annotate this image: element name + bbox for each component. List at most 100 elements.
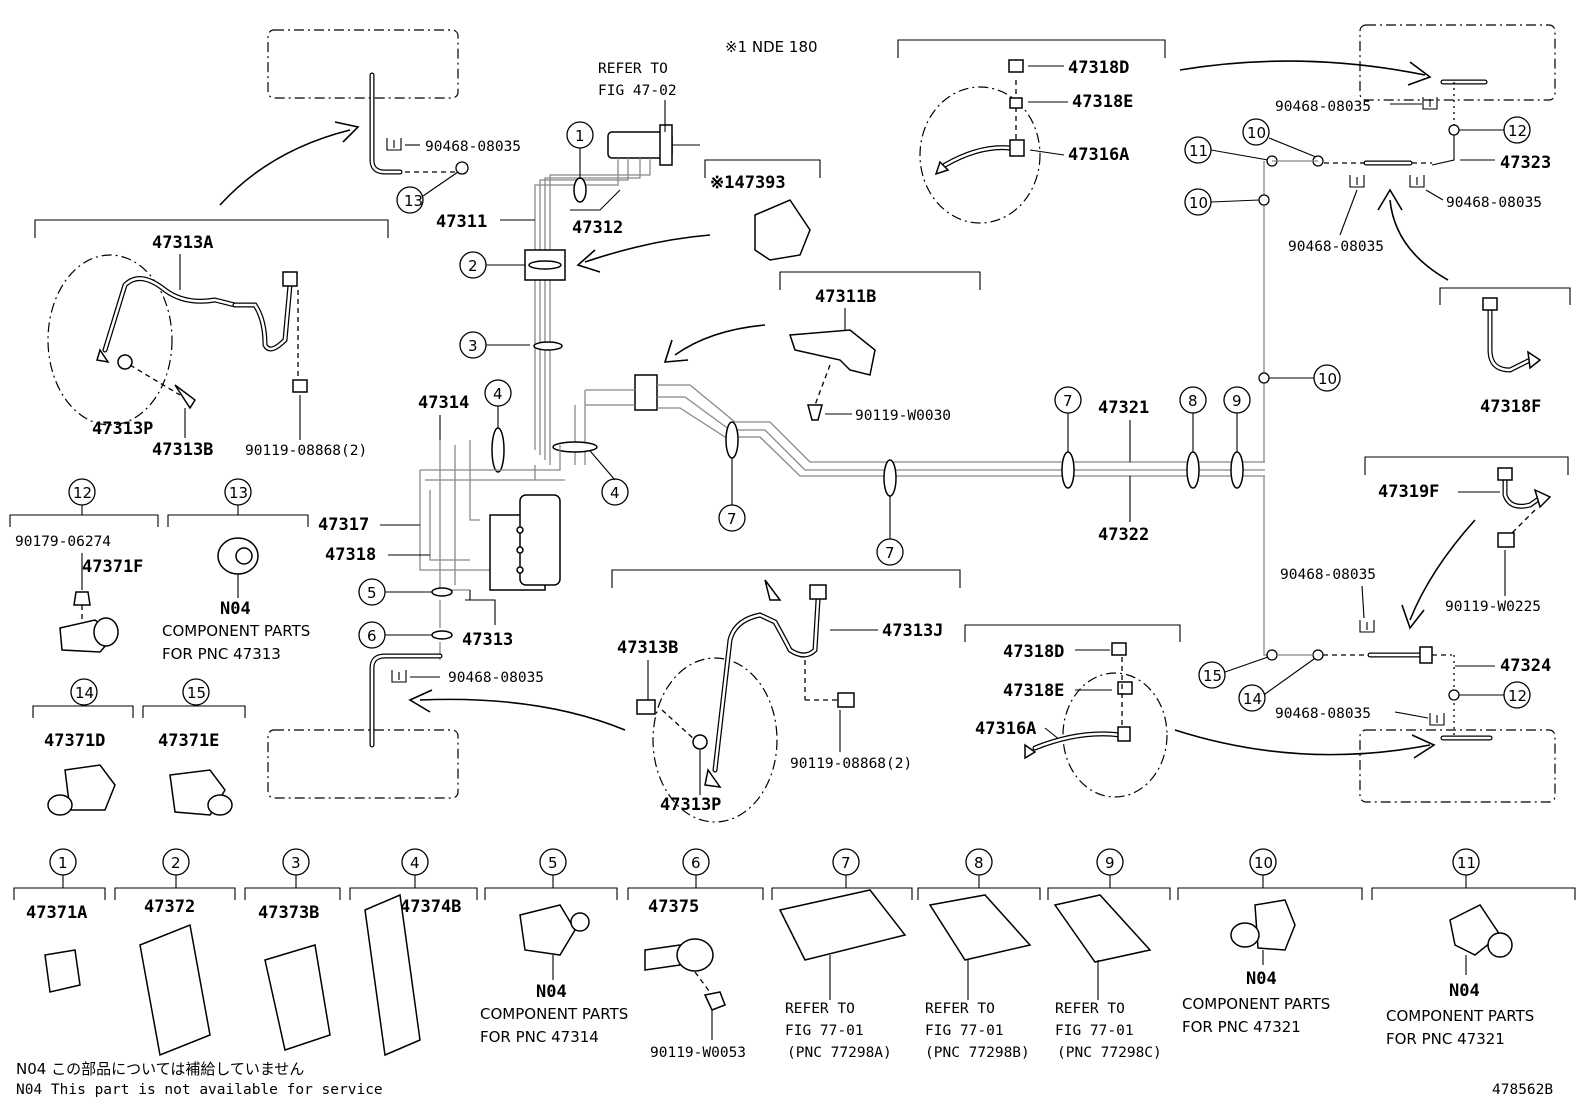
svg-text:10: 10 bbox=[1254, 854, 1273, 872]
arrow-to-top-left-box bbox=[219, 129, 351, 206]
label-147393: ※147393 bbox=[710, 173, 786, 193]
label-47313P-top: 47313P bbox=[92, 419, 153, 439]
label-47318E-top: 47318E bbox=[1072, 92, 1133, 112]
label-47318: 47318 bbox=[325, 545, 376, 565]
label-47371D: 47371D bbox=[44, 731, 105, 751]
svg-text:12: 12 bbox=[1508, 687, 1527, 705]
brake-line-bundle bbox=[534, 158, 651, 465]
svg-text:7: 7 bbox=[727, 510, 737, 528]
svg-text:5: 5 bbox=[367, 584, 377, 602]
label-47318E-mid: 47318E bbox=[1003, 681, 1064, 701]
legend-9-note1: REFER TO bbox=[1055, 1001, 1125, 1017]
svg-text:15: 15 bbox=[187, 684, 206, 702]
label-47318D-top: 47318D bbox=[1068, 58, 1129, 78]
legend-5-part: N04 bbox=[536, 982, 567, 1002]
footer-n04-jp: N04 この部品については補給していません bbox=[16, 1060, 304, 1078]
label-90119-08868-top: 90119-08868(2) bbox=[245, 443, 367, 459]
label-47321: 47321 bbox=[1098, 398, 1149, 418]
label-90468-08035-a: 90468-08035 bbox=[425, 139, 521, 155]
legend-9-note3: (PNC 77298C) bbox=[1057, 1045, 1162, 1061]
vehicle-mount-box-bottom-left bbox=[267, 729, 459, 799]
svg-text:4: 4 bbox=[410, 854, 420, 872]
svg-text:4: 4 bbox=[610, 484, 620, 502]
legend-11-note2: FOR PNC 47321 bbox=[1386, 1030, 1505, 1048]
legend-7-note2: FIG 77-01 bbox=[785, 1023, 864, 1039]
svg-text:10: 10 bbox=[1189, 194, 1208, 212]
svg-text:10: 10 bbox=[1318, 370, 1337, 388]
label-90468-08035-f: 90468-08035 bbox=[1280, 567, 1376, 583]
svg-text:13: 13 bbox=[404, 192, 423, 210]
svg-text:14: 14 bbox=[1243, 690, 1262, 708]
label-47371F: 47371F bbox=[82, 557, 143, 577]
comp-a-line1: COMPONENT PARTS bbox=[162, 622, 310, 640]
svg-text:11: 11 bbox=[1457, 854, 1476, 872]
legend-5-note2: FOR PNC 47314 bbox=[480, 1028, 599, 1046]
svg-text:12: 12 bbox=[73, 484, 92, 502]
label-47323: 47323 bbox=[1500, 153, 1551, 173]
svg-text:5: 5 bbox=[548, 854, 558, 872]
legend-row: 1 47371A 2 47372 3 47373B 4 47374B 5 N04… bbox=[13, 848, 1576, 1061]
footer-n04-en: N04 This part is not available for servi… bbox=[16, 1082, 383, 1098]
label-47312: 47312 bbox=[572, 218, 623, 238]
legend-10-note2: FOR PNC 47321 bbox=[1182, 1018, 1301, 1036]
label-90468-08035-d: 90468-08035 bbox=[1446, 195, 1542, 211]
legend-7-note1: REFER TO bbox=[785, 1001, 855, 1017]
svg-text:3: 3 bbox=[468, 337, 478, 355]
label-47313A: 47313A bbox=[152, 233, 213, 253]
legend-5-note1: COMPONENT PARTS bbox=[480, 1005, 628, 1023]
legend-8-note1: REFER TO bbox=[925, 1001, 995, 1017]
svg-text:11: 11 bbox=[1189, 142, 1208, 160]
legend-6-part: 47375 bbox=[648, 897, 699, 917]
label-47316A-top: 47316A bbox=[1068, 145, 1129, 165]
label-90119-W0225: 90119-W0225 bbox=[1445, 599, 1541, 615]
legend-3-part: 47373B bbox=[258, 903, 319, 923]
vehicle-mount-box-top-right bbox=[1359, 24, 1556, 101]
svg-text:7: 7 bbox=[885, 544, 895, 562]
comp-a-line2: FOR PNC 47313 bbox=[162, 645, 281, 663]
legend-6-sub: 90119-W0053 bbox=[650, 1045, 746, 1061]
svg-text:7: 7 bbox=[841, 854, 851, 872]
vehicle-mount-box-top-left bbox=[267, 29, 459, 99]
label-90119-W0030: 90119-W0030 bbox=[855, 408, 951, 424]
figure-id: 478562B bbox=[1492, 1082, 1553, 1098]
legend-1-part: 47371A bbox=[26, 903, 87, 923]
legend-2-part: 47372 bbox=[144, 897, 195, 917]
legend-10-part: N04 bbox=[1246, 969, 1277, 989]
label-47313J: 47313J bbox=[882, 621, 943, 641]
label-47311B: 47311B bbox=[815, 287, 876, 307]
label-90468-08035-b: 90468-08035 bbox=[448, 670, 544, 686]
label-47313P-mid: 47313P bbox=[660, 795, 721, 815]
svg-text:2: 2 bbox=[171, 854, 181, 872]
legend-4-part: 47374B bbox=[400, 897, 461, 917]
legend-10-note1: COMPONENT PARTS bbox=[1182, 995, 1330, 1013]
label-47318D-mid: 47318D bbox=[1003, 642, 1064, 662]
label-47317: 47317 bbox=[318, 515, 369, 535]
legend-7-note3: (PNC 77298A) bbox=[787, 1045, 892, 1061]
label-90179-06274: 90179-06274 bbox=[15, 534, 111, 550]
legend-8-note2: FIG 77-01 bbox=[925, 1023, 1004, 1039]
svg-text:7: 7 bbox=[1063, 392, 1073, 410]
refer-title-1: REFER TO bbox=[598, 61, 668, 77]
label-47313B-top: 47313B bbox=[152, 440, 213, 460]
svg-text:8: 8 bbox=[974, 854, 984, 872]
n04-a: N04 bbox=[220, 599, 251, 619]
label-47313: 47313 bbox=[462, 630, 513, 650]
label-47316A-mid: 47316A bbox=[975, 719, 1036, 739]
svg-text:8: 8 bbox=[1188, 392, 1198, 410]
label-47322: 47322 bbox=[1098, 525, 1149, 545]
svg-text:2: 2 bbox=[468, 257, 478, 275]
svg-text:13: 13 bbox=[229, 484, 248, 502]
svg-text:1: 1 bbox=[575, 127, 585, 145]
refer-title-2: FIG 47-02 bbox=[598, 83, 677, 99]
svg-text:6: 6 bbox=[367, 627, 377, 645]
legend-8-note3: (PNC 77298B) bbox=[925, 1045, 1030, 1061]
svg-text:6: 6 bbox=[691, 854, 701, 872]
svg-text:10: 10 bbox=[1247, 124, 1266, 142]
label-47311: 47311 bbox=[436, 212, 487, 232]
svg-text:12: 12 bbox=[1508, 122, 1527, 140]
label-47318F: 47318F bbox=[1480, 397, 1541, 417]
label-47371E: 47371E bbox=[158, 731, 219, 751]
legend-11-part: N04 bbox=[1449, 981, 1480, 1001]
